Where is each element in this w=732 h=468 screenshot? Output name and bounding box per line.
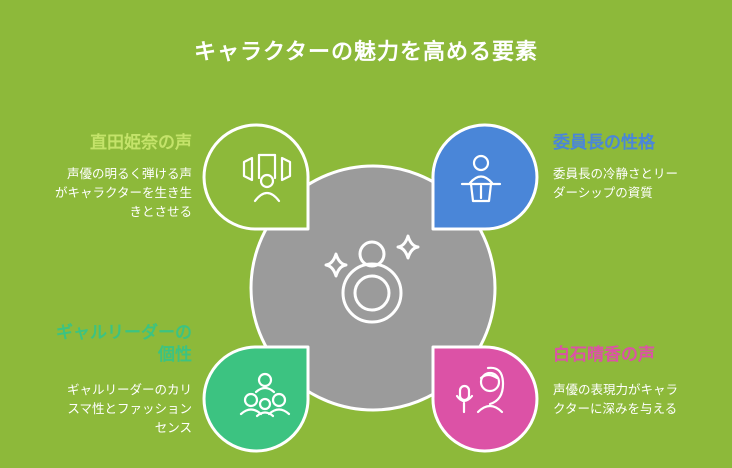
page-title: キャラクターの魅力を高める要素: [193, 40, 539, 65]
bottom-right-petal: [431, 345, 539, 453]
top-left-body-line: 声優の明るく弾ける声: [66, 166, 192, 181]
bottom-right-body: 声優の表現力がキャラ クターに深みを与える: [553, 380, 723, 418]
bottom-right-heading: 白石晴香の声: [553, 345, 655, 365]
bottom-left-heading: ギャルリーダーの 個性: [20, 322, 192, 366]
top-left-body-line: がキャラクターを生き生: [54, 185, 192, 200]
top-left-body: 声優の明るく弾ける声 がキャラクターを生き生 きとさせる: [20, 164, 192, 221]
bottom-left-body-line: ギャルリーダーのカリ: [66, 382, 192, 397]
bottom-right-body-line: クターに深みを与える: [553, 401, 678, 416]
top-left-body-line: きとさせる: [129, 204, 192, 219]
top-right-heading: 委員長の性格: [553, 133, 655, 153]
bottom-left-heading-line: ギャルリーダーの: [56, 323, 192, 343]
bottom-left-body-line: センス: [154, 420, 192, 435]
ring-sparkle-icon: [324, 234, 420, 324]
bottom-left-body: ギャルリーダーのカリ スマ性とファッション センス: [20, 380, 192, 437]
voice-booth-icon: [242, 153, 292, 203]
top-right-body-line: 委員長の冷静さとリー: [553, 166, 679, 181]
top-left-heading: 直田姫奈の声: [90, 133, 192, 153]
bottom-left-heading-line: 個性: [158, 345, 192, 365]
top-right-body: 委員長の冷静さとリー ダーシップの資質: [553, 164, 723, 202]
bottom-right-body-line: 声優の表現力がキャラ: [553, 382, 679, 397]
top-left-petal: [202, 123, 310, 231]
group-people-icon: [239, 372, 291, 418]
bottom-left-body-line: スマ性とファッション: [67, 401, 192, 416]
podium-speaker-icon: [460, 154, 502, 203]
singer-microphone-icon: [455, 366, 505, 414]
top-right-body-line: ダーシップの資質: [553, 185, 653, 200]
